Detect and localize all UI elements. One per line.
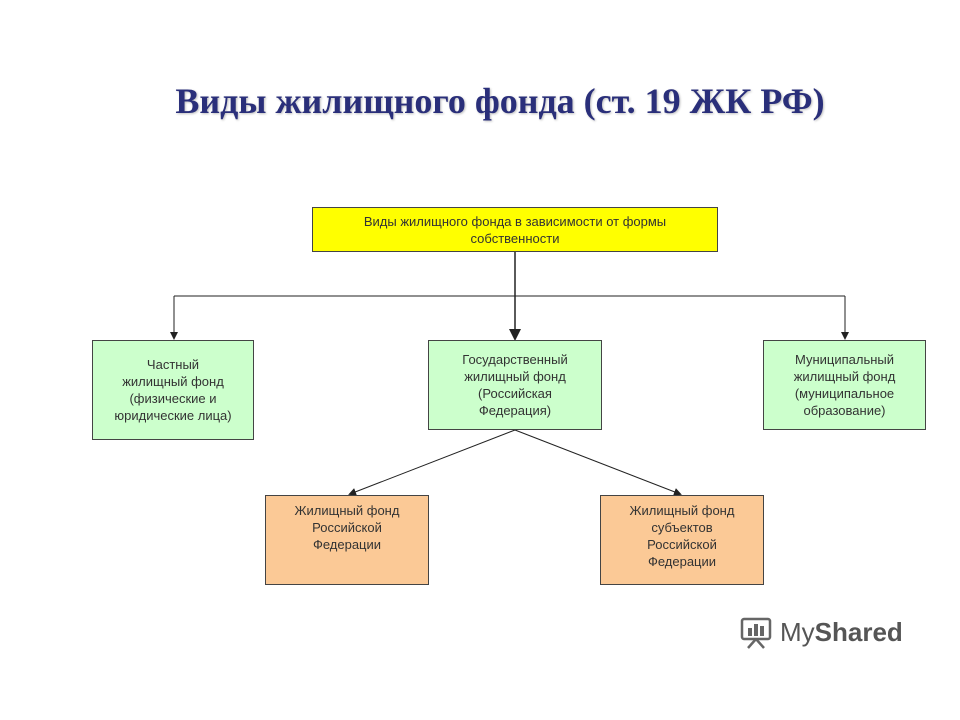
node-subjects-line3: Российской bbox=[647, 537, 717, 552]
node-private-line1: Частный bbox=[146, 357, 200, 372]
node-state: Государственный жилищный фонд (Российска… bbox=[428, 340, 602, 430]
arrow-subjects bbox=[514, 429, 682, 496]
node-private-line4: юридические лица) bbox=[114, 408, 232, 423]
node-state-line2: жилищный фонд bbox=[464, 369, 566, 384]
myshared-logo: MyShared bbox=[738, 614, 903, 650]
logo-text-prefix: My bbox=[780, 616, 815, 647]
node-state-line1: Государственный bbox=[462, 352, 568, 367]
arrow-rf bbox=[348, 429, 516, 496]
node-private: Частный жилищный фонд (физические и юрид… bbox=[92, 340, 254, 440]
node-rf: Жилищный фонд Российской Федерации bbox=[265, 495, 429, 585]
node-municipal-line2: жилищный фонд bbox=[793, 369, 896, 384]
node-municipal-line3: (муниципальное bbox=[794, 386, 895, 401]
node-root-line2: собственности bbox=[470, 230, 560, 246]
node-subjects-line4: Федерации bbox=[647, 554, 717, 569]
node-rf-line1: Жилищный фонд bbox=[294, 503, 400, 518]
logo-text: MyShared bbox=[780, 617, 903, 648]
node-municipal: Муниципальный жилищный фонд (муниципальн… bbox=[763, 340, 926, 430]
node-rf-line2: Российской bbox=[312, 520, 382, 535]
node-root: Виды жилищного фонда в зависимости от фо… bbox=[312, 207, 718, 252]
logo-text-bold: Shared bbox=[814, 616, 903, 647]
node-rf-line3: Федерации bbox=[312, 537, 382, 552]
node-municipal-line1: Муниципальный bbox=[794, 352, 895, 367]
page-title: Виды жилищного фонда (ст. 19 ЖК РФ) bbox=[175, 81, 825, 121]
node-private-line2: жилищный фонд bbox=[122, 374, 224, 389]
node-subjects: Жилищный фонд субъектов Российской Федер… bbox=[600, 495, 764, 585]
node-private-line3: (физические и bbox=[129, 391, 217, 406]
presentation-board-icon bbox=[740, 617, 772, 649]
node-root-line1: Виды жилищного фонда в зависимости от фо… bbox=[363, 213, 667, 229]
node-subjects-line1: Жилищный фонд bbox=[629, 503, 735, 518]
node-subjects-line2: субъектов bbox=[651, 520, 713, 535]
node-state-line3: (Российская bbox=[478, 386, 552, 401]
node-state-line4: Федерация) bbox=[478, 403, 552, 418]
node-municipal-line4: образование) bbox=[803, 403, 886, 418]
